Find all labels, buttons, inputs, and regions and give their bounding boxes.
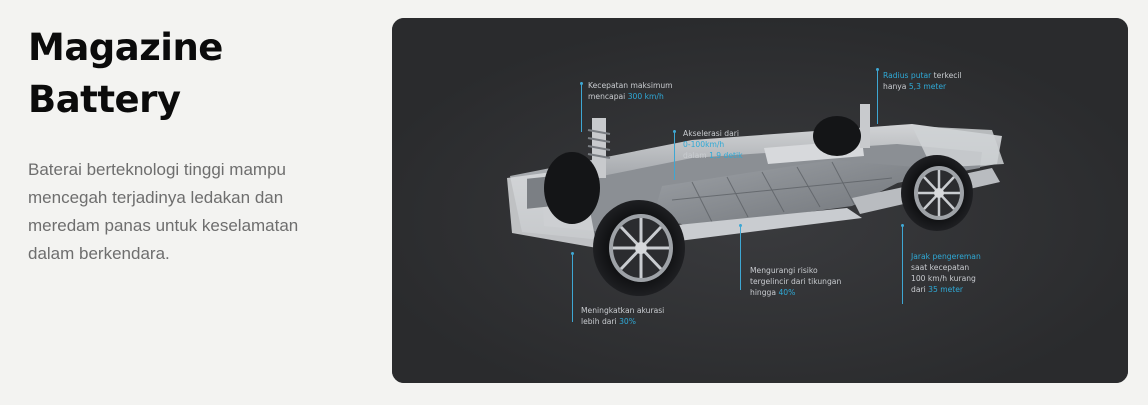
callout-braking: Jarak pengereman saat kecepatan 100 km/h…	[911, 251, 981, 295]
turning-radius-line-1: terkecil	[931, 71, 962, 80]
front-shock-absorber	[587, 118, 611, 178]
leader-accuracy	[571, 252, 574, 322]
section-title: Magazine Battery	[28, 22, 358, 126]
rear-wheel	[901, 155, 973, 231]
braking-label: Jarak pengereman	[911, 252, 981, 261]
acceleration-range: 0-100km/h	[683, 140, 725, 149]
rear-right-wheel	[813, 116, 861, 156]
risk-value: 40%	[778, 288, 796, 297]
text-column: Magazine Battery Baterai berteknologi ti…	[28, 22, 358, 268]
title-line-1: Magazine	[28, 26, 223, 69]
rear-shock-absorber	[860, 104, 870, 148]
callout-risk: Mengurangi risiko tergelincir dari tikun…	[750, 265, 841, 298]
top-speed-value: 300 km/h	[627, 92, 664, 101]
acceleration-line-1: Akselerasi dari	[683, 129, 739, 138]
braking-value: 35 meter	[928, 285, 964, 294]
acceleration-time: 1,9 detik	[709, 151, 743, 160]
leader-braking	[901, 224, 904, 304]
chassis-illustration	[392, 18, 1128, 383]
callout-acceleration: Akselerasi dari 0-100km/h dalam 1,9 deti…	[683, 128, 743, 161]
turning-radius-value: 5,3 meter	[908, 82, 947, 91]
leader-top-speed	[580, 82, 583, 132]
accuracy-value: 30%	[619, 317, 636, 326]
risk-line-1: Mengurangi risiko	[750, 266, 818, 275]
battery-pack	[654, 160, 927, 228]
section-description: Baterai berteknologi tinggi mampu menceg…	[28, 160, 299, 263]
turning-radius-label: Radius putar	[883, 71, 932, 80]
accuracy-line-1: Meningkatkan akurasi	[581, 306, 665, 315]
front-wheel	[593, 200, 685, 296]
turning-radius-line-2: hanya	[883, 82, 909, 91]
rear-left-wheel	[544, 152, 600, 224]
callout-turning-radius: Radius putar terkecil hanya 5,3 meter	[883, 70, 962, 92]
leader-turning-radius	[876, 68, 879, 124]
chassis-image-panel: Kecepatan maksimum mencapai 300 km/h Aks…	[392, 18, 1128, 383]
callout-accuracy: Meningkatkan akurasi lebih dari 30%	[581, 305, 664, 327]
top-speed-line-1: Kecepatan maksimum	[588, 81, 673, 90]
title-line-2: Battery	[28, 78, 181, 121]
braking-line-2: saat kecepatan	[911, 263, 970, 272]
braking-line-3: 100 km/h kurang	[911, 274, 976, 283]
top-speed-line-2: mencapai	[588, 92, 628, 101]
accuracy-line-2: lebih dari	[581, 317, 620, 326]
leader-acceleration	[673, 130, 676, 180]
leader-risk	[739, 224, 742, 290]
braking-line-4: dari	[911, 285, 929, 294]
risk-line-3: hingga	[750, 288, 779, 297]
callout-top-speed: Kecepatan maksimum mencapai 300 km/h	[588, 80, 673, 102]
risk-line-2: tergelincir dari tikungan	[750, 277, 842, 286]
acceleration-line-3: dalam	[683, 151, 710, 160]
